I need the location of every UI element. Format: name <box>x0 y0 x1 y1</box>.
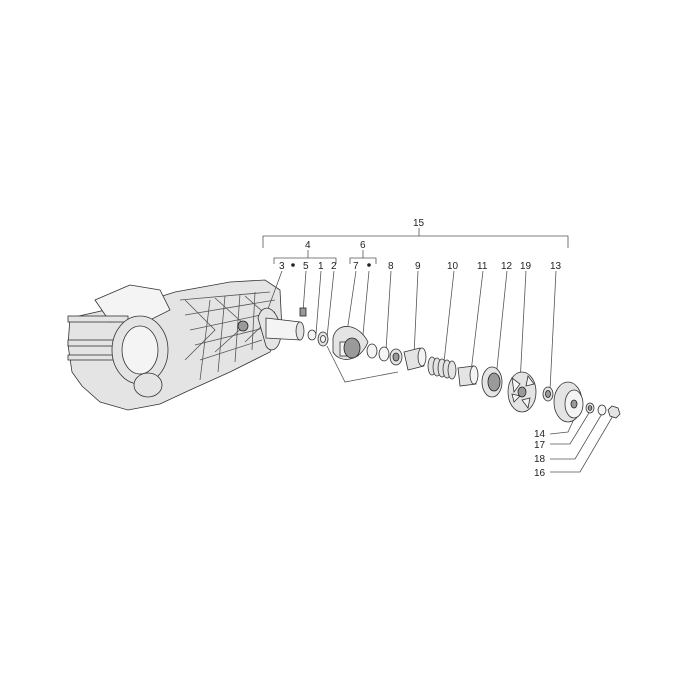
variator-assembly <box>257 307 621 423</box>
callout-10: 10 <box>447 261 459 272</box>
callout-18: 18 <box>534 454 546 465</box>
callout-17: 17 <box>534 440 546 451</box>
callout-4: 4 <box>305 240 311 251</box>
callout-11: 11 <box>477 261 488 272</box>
bullet-marker <box>291 263 295 267</box>
leader-lines <box>261 270 615 473</box>
callout-13: 13 <box>550 261 562 272</box>
callout-1: 1 <box>318 261 324 272</box>
callout-14: 14 <box>534 429 546 440</box>
callout-9: 9 <box>415 261 421 272</box>
spring-10 <box>427 356 457 380</box>
callout-8: 8 <box>388 261 394 272</box>
engine-crankcase <box>67 279 283 411</box>
callout-19: 19 <box>520 261 532 272</box>
callout-7: 7 <box>353 261 359 272</box>
callout-12: 12 <box>501 261 513 272</box>
callout-16: 16 <box>534 468 546 479</box>
callout-6: 6 <box>360 240 366 251</box>
callout-labels: 15 4 6 3 5 1 2 7 8 9 10 11 12 19 13 14 1… <box>279 218 562 479</box>
bracket-15 <box>262 235 569 248</box>
bracket-4 <box>273 257 337 264</box>
clutch-19 <box>507 371 537 413</box>
callout-3: 3 <box>279 261 285 272</box>
callout-15: 15 <box>413 218 425 229</box>
bullet-marker <box>367 263 371 267</box>
callout-2: 2 <box>331 261 337 272</box>
clutch-bell-14 <box>553 381 584 423</box>
callout-5: 5 <box>303 261 309 272</box>
